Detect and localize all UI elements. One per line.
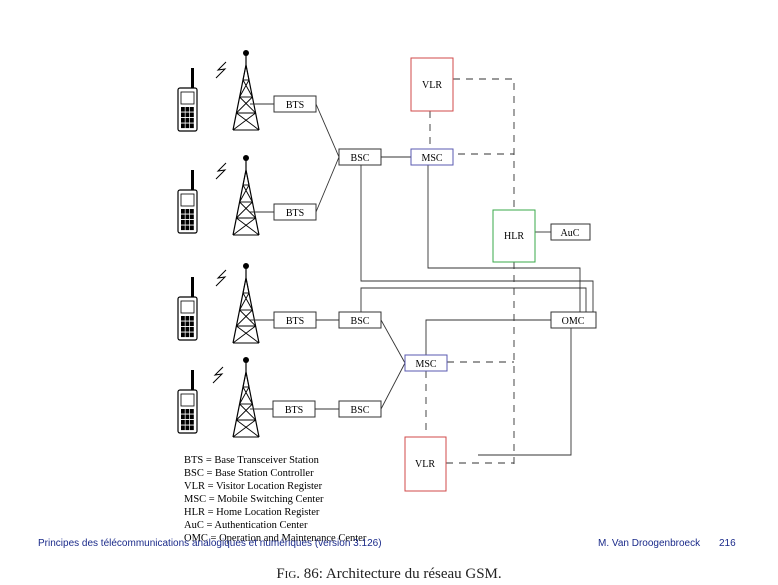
figure-caption-text: : Architecture du réseau GSM.	[318, 566, 502, 582]
mobile-phone-icon	[177, 277, 198, 341]
node-bsc-2-label: BSC	[351, 316, 370, 327]
node-bts-2-label: BTS	[286, 208, 304, 219]
figure-caption-label: Fig. 86	[276, 566, 319, 582]
node-auc-label: AuC	[561, 228, 580, 239]
node-bts-1-label: BTS	[286, 100, 304, 111]
node-bts-3: BTS	[273, 311, 317, 329]
mobile-phone-icon	[177, 68, 198, 132]
node-bsc-1: BSC	[338, 148, 382, 166]
node-bsc-3-label: BSC	[351, 405, 370, 416]
footer-page-number: 216	[719, 538, 736, 549]
connection-lines	[250, 103, 594, 456]
footer-author: M. Van Droogenbroeck	[598, 538, 701, 549]
node-bts-4-label: BTS	[285, 405, 303, 416]
mobile-phone-icon	[177, 370, 198, 434]
antenna-tower-icon	[232, 263, 260, 344]
node-vlr-2-label: VLR	[415, 459, 435, 470]
node-hlr: HLR	[492, 209, 536, 263]
node-vlr-2: VLR	[404, 436, 447, 492]
node-vlr-1: VLR	[410, 57, 454, 112]
node-msc-1-label: MSC	[421, 153, 442, 164]
radio-signal-icon	[215, 269, 227, 287]
node-bts-3-label: BTS	[286, 316, 304, 327]
node-auc: AuC	[550, 223, 591, 241]
node-vlr-1-label: VLR	[422, 80, 442, 91]
footer-title: Principes des télécommunications analogi…	[38, 538, 382, 549]
legend-line-bsc: BSC = Base Station Controller	[184, 468, 314, 479]
radio-signal-icon	[212, 366, 224, 384]
legend-line-hlr: HLR = Home Location Register	[184, 507, 320, 518]
node-hlr-label: HLR	[504, 231, 524, 242]
legend-line-msc: MSC = Mobile Switching Center	[184, 494, 324, 505]
node-omc: OMC	[550, 311, 597, 329]
node-bsc-2: BSC	[338, 311, 382, 329]
node-bsc-3: BSC	[338, 400, 382, 418]
legend: BTS = Base Transceiver Station BSC = Bas…	[184, 455, 367, 544]
figure-caption: Fig. 86: Architecture du réseau GSM.	[0, 566, 778, 583]
legend-line-bts: BTS = Base Transceiver Station	[184, 455, 320, 466]
mobile-phone-icon	[177, 170, 198, 234]
legend-line-vlr: VLR = Visitor Location Register	[184, 481, 323, 492]
gsm-architecture-diagram: BTS BTS BTS BTS BSC BSC BSC MSC MSC VLR …	[177, 50, 597, 544]
node-msc-2-label: MSC	[415, 359, 436, 370]
node-bsc-1-label: BSC	[351, 153, 370, 164]
signalling-dashed-lines	[425, 78, 515, 468]
legend-line-auc: AuC = Authentication Center	[184, 520, 308, 531]
node-msc-2: MSC	[404, 354, 448, 372]
node-bts-4: BTS	[272, 400, 316, 418]
node-bts-2: BTS	[273, 203, 317, 221]
legend-line-omc: OMC = Operation and Maintenance Center	[184, 533, 367, 544]
antenna-tower-icon	[232, 357, 260, 438]
radio-signal-icon	[215, 61, 227, 79]
radio-signal-icon	[215, 162, 227, 180]
node-bts-1: BTS	[273, 95, 317, 113]
node-msc-1: MSC	[410, 148, 454, 166]
antenna-tower-icon	[232, 50, 260, 131]
node-omc-label: OMC	[562, 316, 585, 327]
antenna-tower-icon	[232, 155, 260, 236]
